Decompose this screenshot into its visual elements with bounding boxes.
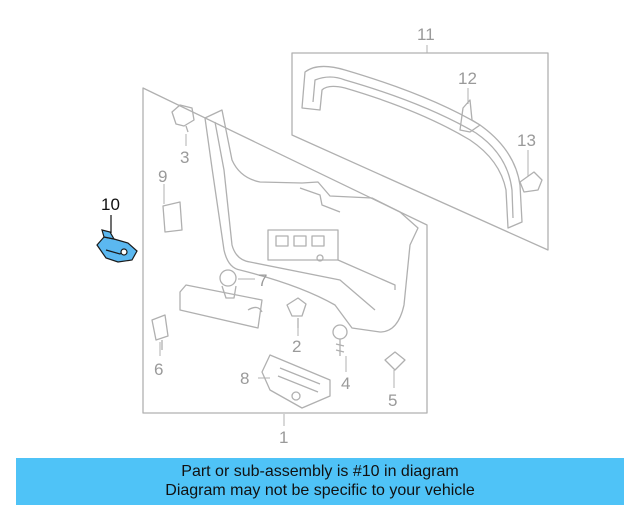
banner-line-2: Diagram may not be specific to your vehi… — [165, 482, 475, 499]
lamp-housing-part — [179, 284, 263, 329]
callout-10: 10 — [101, 195, 120, 214]
trim-part-9 — [162, 201, 183, 233]
callout-11: 11 — [417, 25, 435, 44]
highlighted-part-10 — [96, 229, 138, 263]
clip-part-2 — [286, 297, 307, 328]
banner-line-1: Part or sub-assembly is #10 in diagram — [181, 463, 459, 480]
weatherstrip-frame — [291, 52, 549, 251]
callout-1: 1 — [279, 428, 288, 447]
info-banner: Part or sub-assembly is #10 in diagram D… — [16, 458, 624, 505]
callout-8: 8 — [240, 369, 249, 388]
callout-6: 6 — [154, 360, 163, 379]
callout-12: 12 — [458, 69, 477, 88]
screw-part-4 — [332, 324, 348, 356]
callout-4: 4 — [341, 374, 350, 393]
nut-part-5 — [384, 351, 406, 371]
weatherstrip-part — [301, 65, 523, 229]
callout-5: 5 — [388, 391, 397, 410]
callout-3: 3 — [180, 148, 189, 167]
leader-lines — [159, 45, 529, 426]
clip-part-3 — [171, 104, 195, 133]
clip-part-6 — [151, 314, 169, 350]
lamp-part-8 — [261, 354, 331, 409]
trim-panel — [204, 109, 419, 333]
callout-13: 13 — [517, 131, 536, 150]
callouts: 1 2 3 4 5 6 7 8 9 10 11 12 13 — [101, 25, 536, 447]
panel-assembly-frame — [142, 87, 428, 414]
callout-2: 2 — [292, 337, 301, 356]
clip-part-13 — [519, 171, 543, 193]
callout-9: 9 — [158, 167, 167, 186]
clip-part-12 — [459, 99, 481, 133]
callout-7: 7 — [258, 271, 267, 290]
